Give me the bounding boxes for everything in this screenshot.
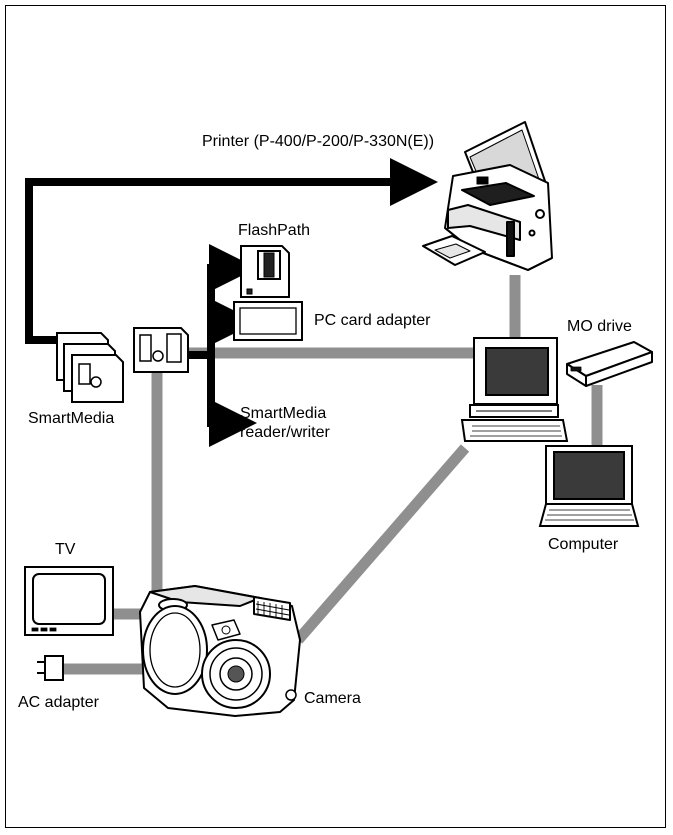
pc-card-adapter-label: PC card adapter [314, 312, 431, 329]
flashpath-label: FlashPath [238, 222, 310, 239]
laptop-keyboard-keys [545, 509, 634, 521]
smartmedia-rw-label-line2: reader/writer [240, 424, 330, 441]
tv-label: TV [55, 541, 76, 558]
media-arrows [25, 158, 438, 447]
printer-label: Printer (P-400/P-200/P-330N(E)) [202, 133, 434, 150]
memory-card-stack-icon [56, 332, 124, 403]
laptop-icon [538, 445, 640, 527]
smartmedia-rw-label-line1: SmartMedia [240, 405, 326, 422]
external-drive-icon [566, 341, 653, 387]
ac-adapter-label: AC adapter [18, 694, 100, 711]
mo-drive-label: MO drive [567, 318, 632, 335]
pc-card-icon [233, 301, 303, 341]
desktop-keyboard-keys [470, 425, 562, 437]
arrow-card-to-printer [25, 158, 438, 340]
cable-desktop-to-camera [293, 444, 470, 644]
computer-label: Computer [548, 536, 619, 553]
power-plug-icon [37, 655, 64, 681]
diagram-labels: Printer (P-400/P-200/P-330N(E)) FlashPat… [18, 133, 632, 711]
digital-camera-icon [139, 585, 301, 717]
camera-label: Camera [304, 690, 361, 707]
smartmedia-label: SmartMedia [28, 410, 114, 427]
tv-icon [24, 566, 114, 636]
floppy-adapter-icon [240, 245, 290, 298]
memory-card-icon [133, 327, 189, 373]
printer-icon [422, 121, 553, 271]
desktop-computer-icon [460, 337, 569, 442]
camera-flash-grid [255, 601, 290, 618]
